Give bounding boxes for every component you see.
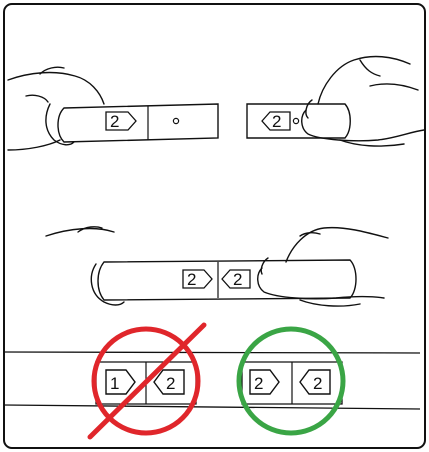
step1-right-tag-label: 2: [272, 112, 281, 131]
step2-left-tag-label: 2: [187, 270, 196, 289]
wrong-left-tag-label: 1: [110, 374, 119, 393]
diagram-border: [4, 4, 425, 448]
step2-right-tag-label: 2: [233, 270, 242, 289]
correct-left-tag-label: 2: [254, 374, 263, 393]
cable-line-bottom: [4, 405, 420, 409]
left-connector-body: [58, 104, 218, 142]
wrong-example: 1 2: [90, 325, 204, 437]
correct-example: 2 2: [239, 329, 343, 433]
wrong-right-tag-label: 2: [166, 374, 175, 393]
correct-right-tag-label: 2: [313, 374, 322, 393]
step1-left-tag-label: 2: [110, 112, 119, 131]
cable-line-top: [4, 352, 420, 353]
step1-panel: 2 2: [8, 57, 424, 150]
step3-panel: 1 2 2 2: [4, 325, 420, 437]
step2-panel: 2 2: [46, 227, 388, 306]
